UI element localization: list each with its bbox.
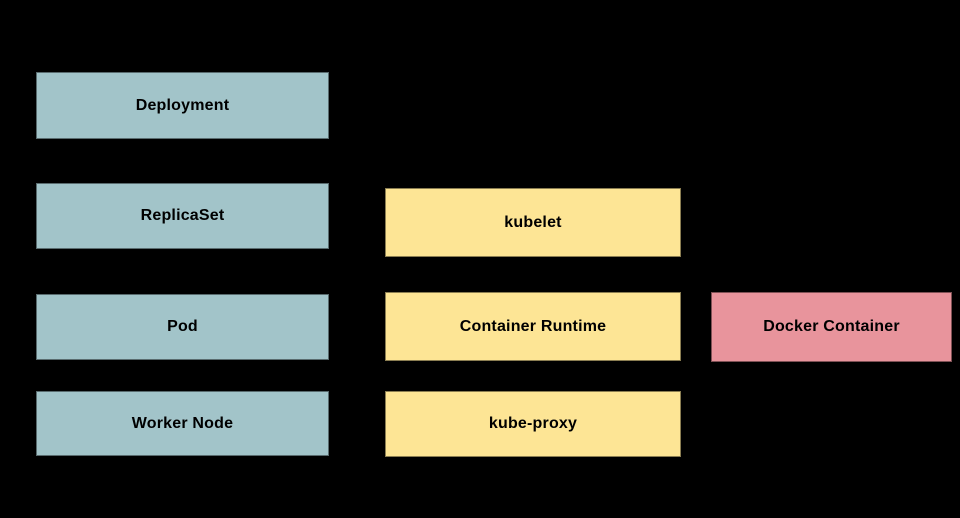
node-pod: Pod	[36, 294, 329, 360]
node-pod-label: Pod	[167, 318, 198, 335]
node-replicaset-label: ReplicaSet	[140, 207, 225, 224]
node-kube-proxy-label: kube-proxy	[488, 415, 578, 432]
node-deployment-label: Deployment	[135, 96, 230, 114]
node-kube-proxy: kube-proxy	[385, 391, 681, 457]
node-docker-container: Docker Container	[711, 292, 952, 362]
node-kubelet: kubelet	[385, 188, 681, 257]
node-container-runtime-label: Container Runtime	[459, 317, 607, 335]
node-container-runtime: Container Runtime	[385, 292, 681, 361]
node-docker-container-label: Docker Container	[763, 318, 900, 335]
node-kubelet-label: kubelet	[504, 213, 562, 231]
node-worker-node-label: Worker Node	[131, 414, 234, 432]
node-worker-node: Worker Node	[36, 391, 329, 456]
node-deployment: Deployment	[36, 72, 329, 139]
node-replicaset: ReplicaSet	[36, 183, 329, 249]
